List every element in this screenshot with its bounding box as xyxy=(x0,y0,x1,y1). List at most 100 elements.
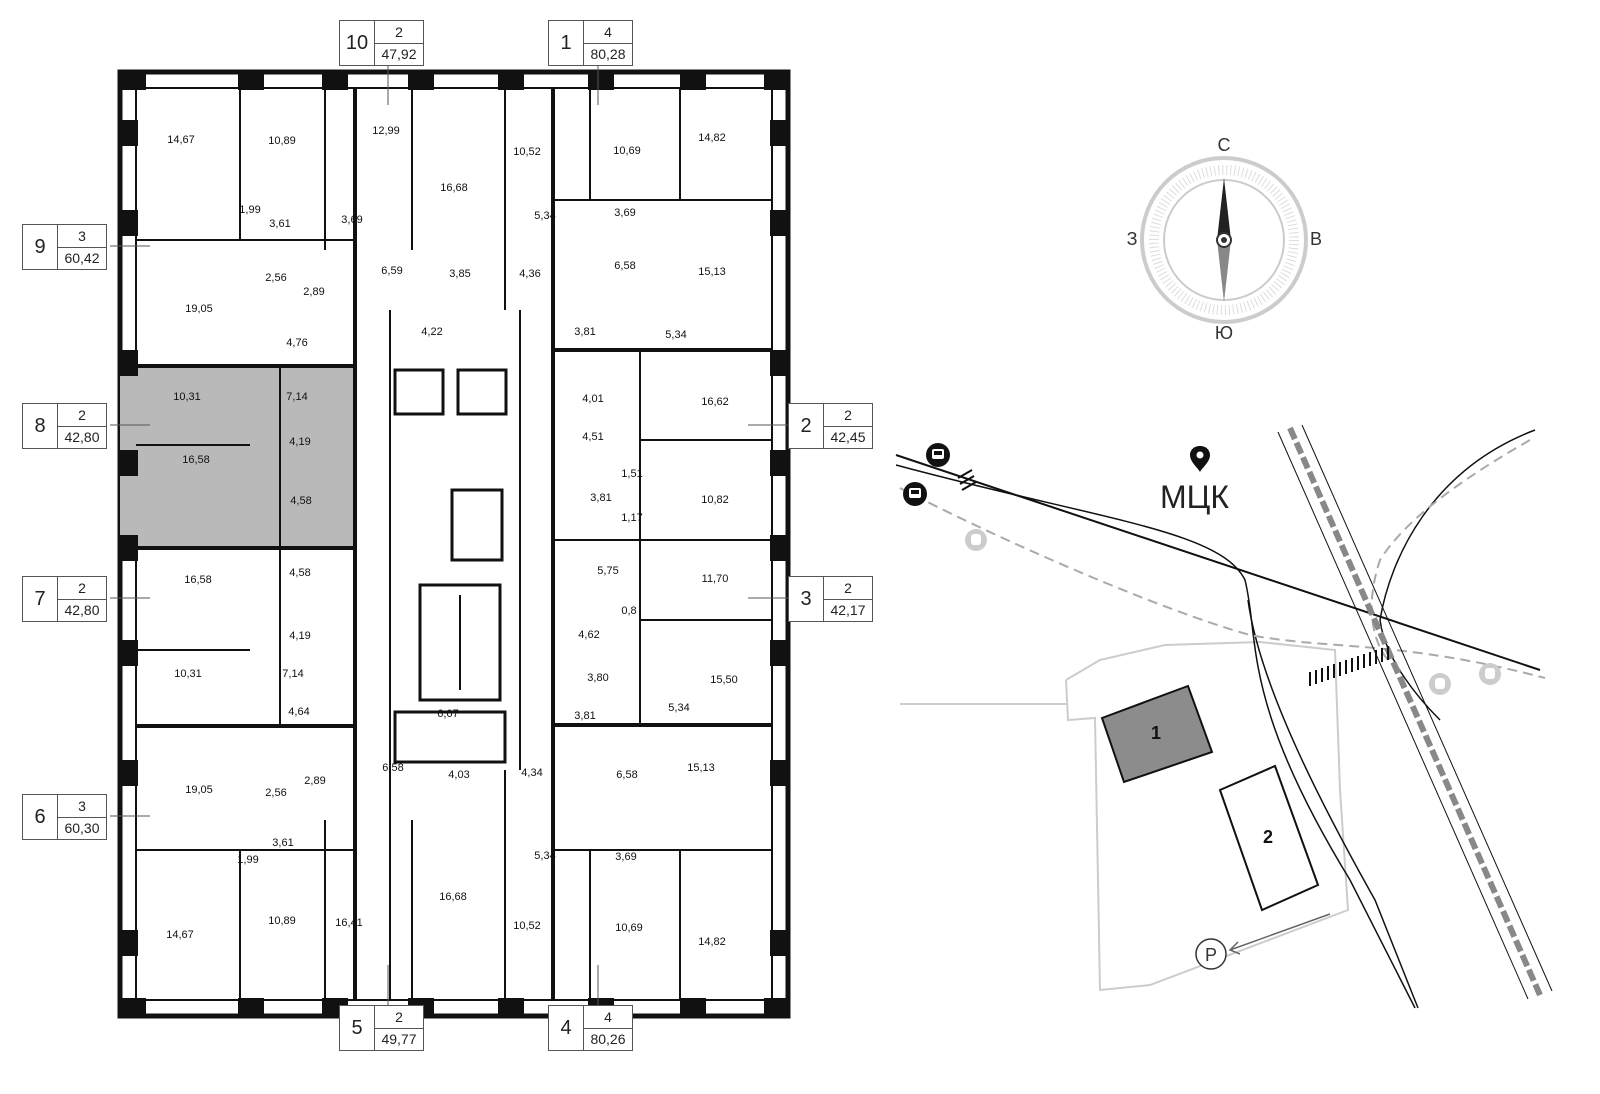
room-area-label: 3,80 xyxy=(587,672,608,684)
room-area-label: 4,34 xyxy=(521,767,542,779)
building-1[interactable] xyxy=(1100,684,1214,784)
room-area-label: 0,8 xyxy=(621,605,636,617)
room-area-label: 15,13 xyxy=(698,266,726,278)
room-area-label: 10,69 xyxy=(613,145,641,157)
room-area-label: 2,89 xyxy=(304,775,325,787)
apartment-rooms: 2 xyxy=(58,577,106,600)
compass-east: В xyxy=(1310,229,1322,249)
room-area-label: 16,41 xyxy=(335,917,363,929)
apartment-number: 3 xyxy=(789,577,824,621)
room-area-label: 4,62 xyxy=(578,629,599,641)
room-area-label: 4,22 xyxy=(421,326,442,338)
apartment-number: 1 xyxy=(549,21,584,65)
room-area-label: 19,05 xyxy=(185,303,213,315)
room-area-label: 3,85 xyxy=(449,268,470,280)
room-area-label: 16,62 xyxy=(701,396,729,408)
room-area-label: 14,82 xyxy=(698,936,726,948)
apartment-number: 2 xyxy=(789,404,824,448)
room-area-label: 3,81 xyxy=(590,492,611,504)
room-area-label: 4,03 xyxy=(448,769,469,781)
apartment-number: 8 xyxy=(23,404,58,448)
room-area-label: 3,61 xyxy=(272,837,293,849)
room-area-label: 3,69 xyxy=(341,214,362,226)
apartment-area: 60,30 xyxy=(64,820,100,837)
room-area-label: 1,99 xyxy=(239,204,260,216)
highlighted-apartment-8[interactable] xyxy=(120,366,356,548)
apartment-rooms: 3 xyxy=(58,795,106,818)
room-area-label: 3,69 xyxy=(614,207,635,219)
compass-west: З xyxy=(1127,229,1138,249)
apartment-rooms: 2 xyxy=(58,404,106,427)
room-area-label: 10,89 xyxy=(268,915,296,927)
room-area-label: 4,58 xyxy=(290,495,311,507)
apartment-rooms: 2 xyxy=(375,21,423,44)
apartment-rooms: 4 xyxy=(584,1006,632,1029)
building-2[interactable] xyxy=(1218,764,1320,912)
room-area-label: 6,58 xyxy=(382,762,403,774)
apartment-number: 9 xyxy=(23,225,58,269)
apartment-number: 4 xyxy=(549,1006,584,1050)
apartment-rooms: 2 xyxy=(824,577,872,600)
apartment-area: 49,77 xyxy=(381,1031,417,1048)
building-1-label: 1 xyxy=(1151,723,1161,743)
room-area-label: 3,81 xyxy=(574,326,595,338)
room-area-label: 4,19 xyxy=(289,436,310,448)
apartment-area: 80,26 xyxy=(590,1031,626,1048)
room-area-label: 11,70 xyxy=(702,573,729,585)
room-area-label: 4,01 xyxy=(582,393,603,405)
room-area-label: 2,56 xyxy=(265,787,286,799)
room-area-label: 7,14 xyxy=(282,668,303,680)
room-area-label: 10,89 xyxy=(268,135,296,147)
room-area-label: 10,31 xyxy=(173,391,201,403)
room-area-label: 5,34 xyxy=(534,210,555,222)
room-area-label: 14,67 xyxy=(167,134,195,146)
room-area-label: 16,68 xyxy=(439,891,467,903)
bus-icon-2 xyxy=(903,482,927,506)
room-area-label: 4,51 xyxy=(582,431,603,443)
room-area-label: 5,34 xyxy=(534,850,555,862)
apartment-number: 7 xyxy=(23,577,58,621)
room-area-label: 14,67 xyxy=(166,929,194,941)
room-area-label: 10,52 xyxy=(513,920,541,932)
room-area-label: 3,61 xyxy=(269,218,290,230)
apartment-number: 10 xyxy=(340,21,375,65)
train-icon-2 xyxy=(1429,673,1451,695)
apartment-area: 42,80 xyxy=(64,429,100,446)
room-area-label: 2,56 xyxy=(265,272,286,284)
room-area-label: 14,82 xyxy=(698,132,726,144)
apartment-area: 42,45 xyxy=(830,429,866,446)
room-area-label: 1,17 xyxy=(621,512,642,524)
apartment-rooms: 3 xyxy=(58,225,106,248)
compass-rose: С Ю З В xyxy=(1127,135,1322,343)
room-area-label: 6,59 xyxy=(381,265,402,277)
room-area-label: 19,05 xyxy=(185,784,213,796)
apartment-leader-lines xyxy=(110,66,790,1010)
room-area-label: 10,69 xyxy=(615,922,643,934)
room-area-label: 2,89 xyxy=(303,286,324,298)
room-area-label: 16,58 xyxy=(182,454,210,466)
train-icon-3 xyxy=(1479,663,1501,685)
building-2-label: 2 xyxy=(1263,827,1273,847)
parking-icon: P xyxy=(1195,938,1227,970)
room-area-label: 3,69 xyxy=(615,851,636,863)
room-area-label: 16,68 xyxy=(440,182,468,194)
room-area-label: 6,07 xyxy=(437,708,458,720)
apartment-number: 6 xyxy=(23,795,58,839)
room-area-label: 16,58 xyxy=(184,574,212,586)
room-area-label: 6,58 xyxy=(614,260,635,272)
svg-text:P: P xyxy=(1205,945,1217,965)
room-area-label: 4,36 xyxy=(519,268,540,280)
room-area-label: 15,50 xyxy=(710,674,738,686)
